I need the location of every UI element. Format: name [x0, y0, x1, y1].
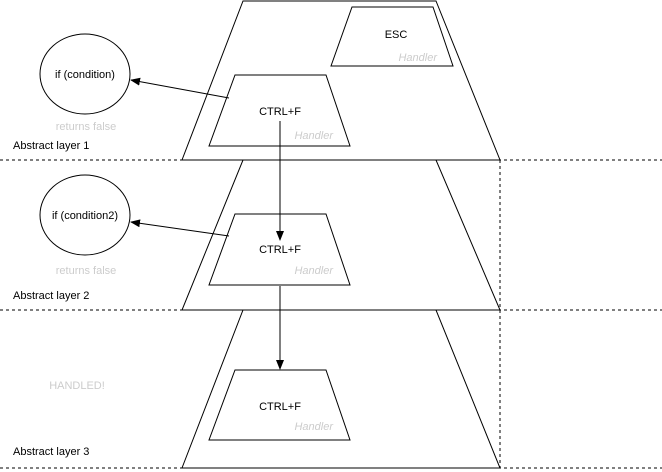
ctrlf-handler-1-caption: Handler [294, 130, 334, 142]
condition-1: if (condition) returns false [39, 33, 131, 133]
arrow-ctrlf-1-to-condition-1 [130, 77, 230, 99]
ctrlf-handler-layer-1: CTRL+F Handler [208, 74, 351, 147]
ctrlf-handler-3-key: CTRL+F [259, 401, 301, 413]
esc-handler-caption: Handler [398, 52, 438, 64]
layer-3-trapezoid [181, 309, 501, 469]
condition-2: if (condition2) returns false [39, 174, 131, 277]
handled-text: HANDLED! [49, 380, 105, 392]
condition-1-text: if (condition) [55, 69, 115, 81]
esc-handler-key: ESC [385, 29, 408, 41]
esc-handler-shape [330, 6, 454, 67]
arrow-ctrlf-2-to-condition-2 [130, 219, 230, 237]
ctrlf-handler-1-shape [208, 74, 351, 147]
layer-1-trapezoid [181, 0, 501, 161]
ctrlf-handler-1-key: CTRL+F [259, 106, 301, 118]
condition-1-circle [39, 33, 131, 115]
condition-2-circle [39, 174, 131, 256]
ctrlf-handler-layer-3: CTRL+F Handler [208, 369, 351, 441]
ctrlf-handler-2-key: CTRL+F [259, 244, 301, 256]
ctrlf-handler-layer-2: CTRL+F Handler [208, 213, 351, 286]
ctrlf-handler-2-shape [208, 213, 351, 286]
esc-handler: ESC Handler [330, 6, 454, 67]
layer-2-label: Abstract layer 2 [13, 290, 89, 302]
ctrlf-handler-3-shape [208, 369, 351, 441]
condition-1-result: returns false [56, 121, 117, 133]
layer-1-label: Abstract layer 1 [13, 140, 89, 152]
condition-2-result: returns false [56, 265, 117, 277]
ctrlf-handler-3-caption: Handler [294, 421, 334, 433]
layer-3-label: Abstract layer 3 [13, 446, 89, 458]
ctrlf-handler-2-caption: Handler [294, 265, 334, 277]
condition-2-text: if (condition2) [52, 210, 118, 222]
layer-2-trapezoid [181, 159, 501, 311]
